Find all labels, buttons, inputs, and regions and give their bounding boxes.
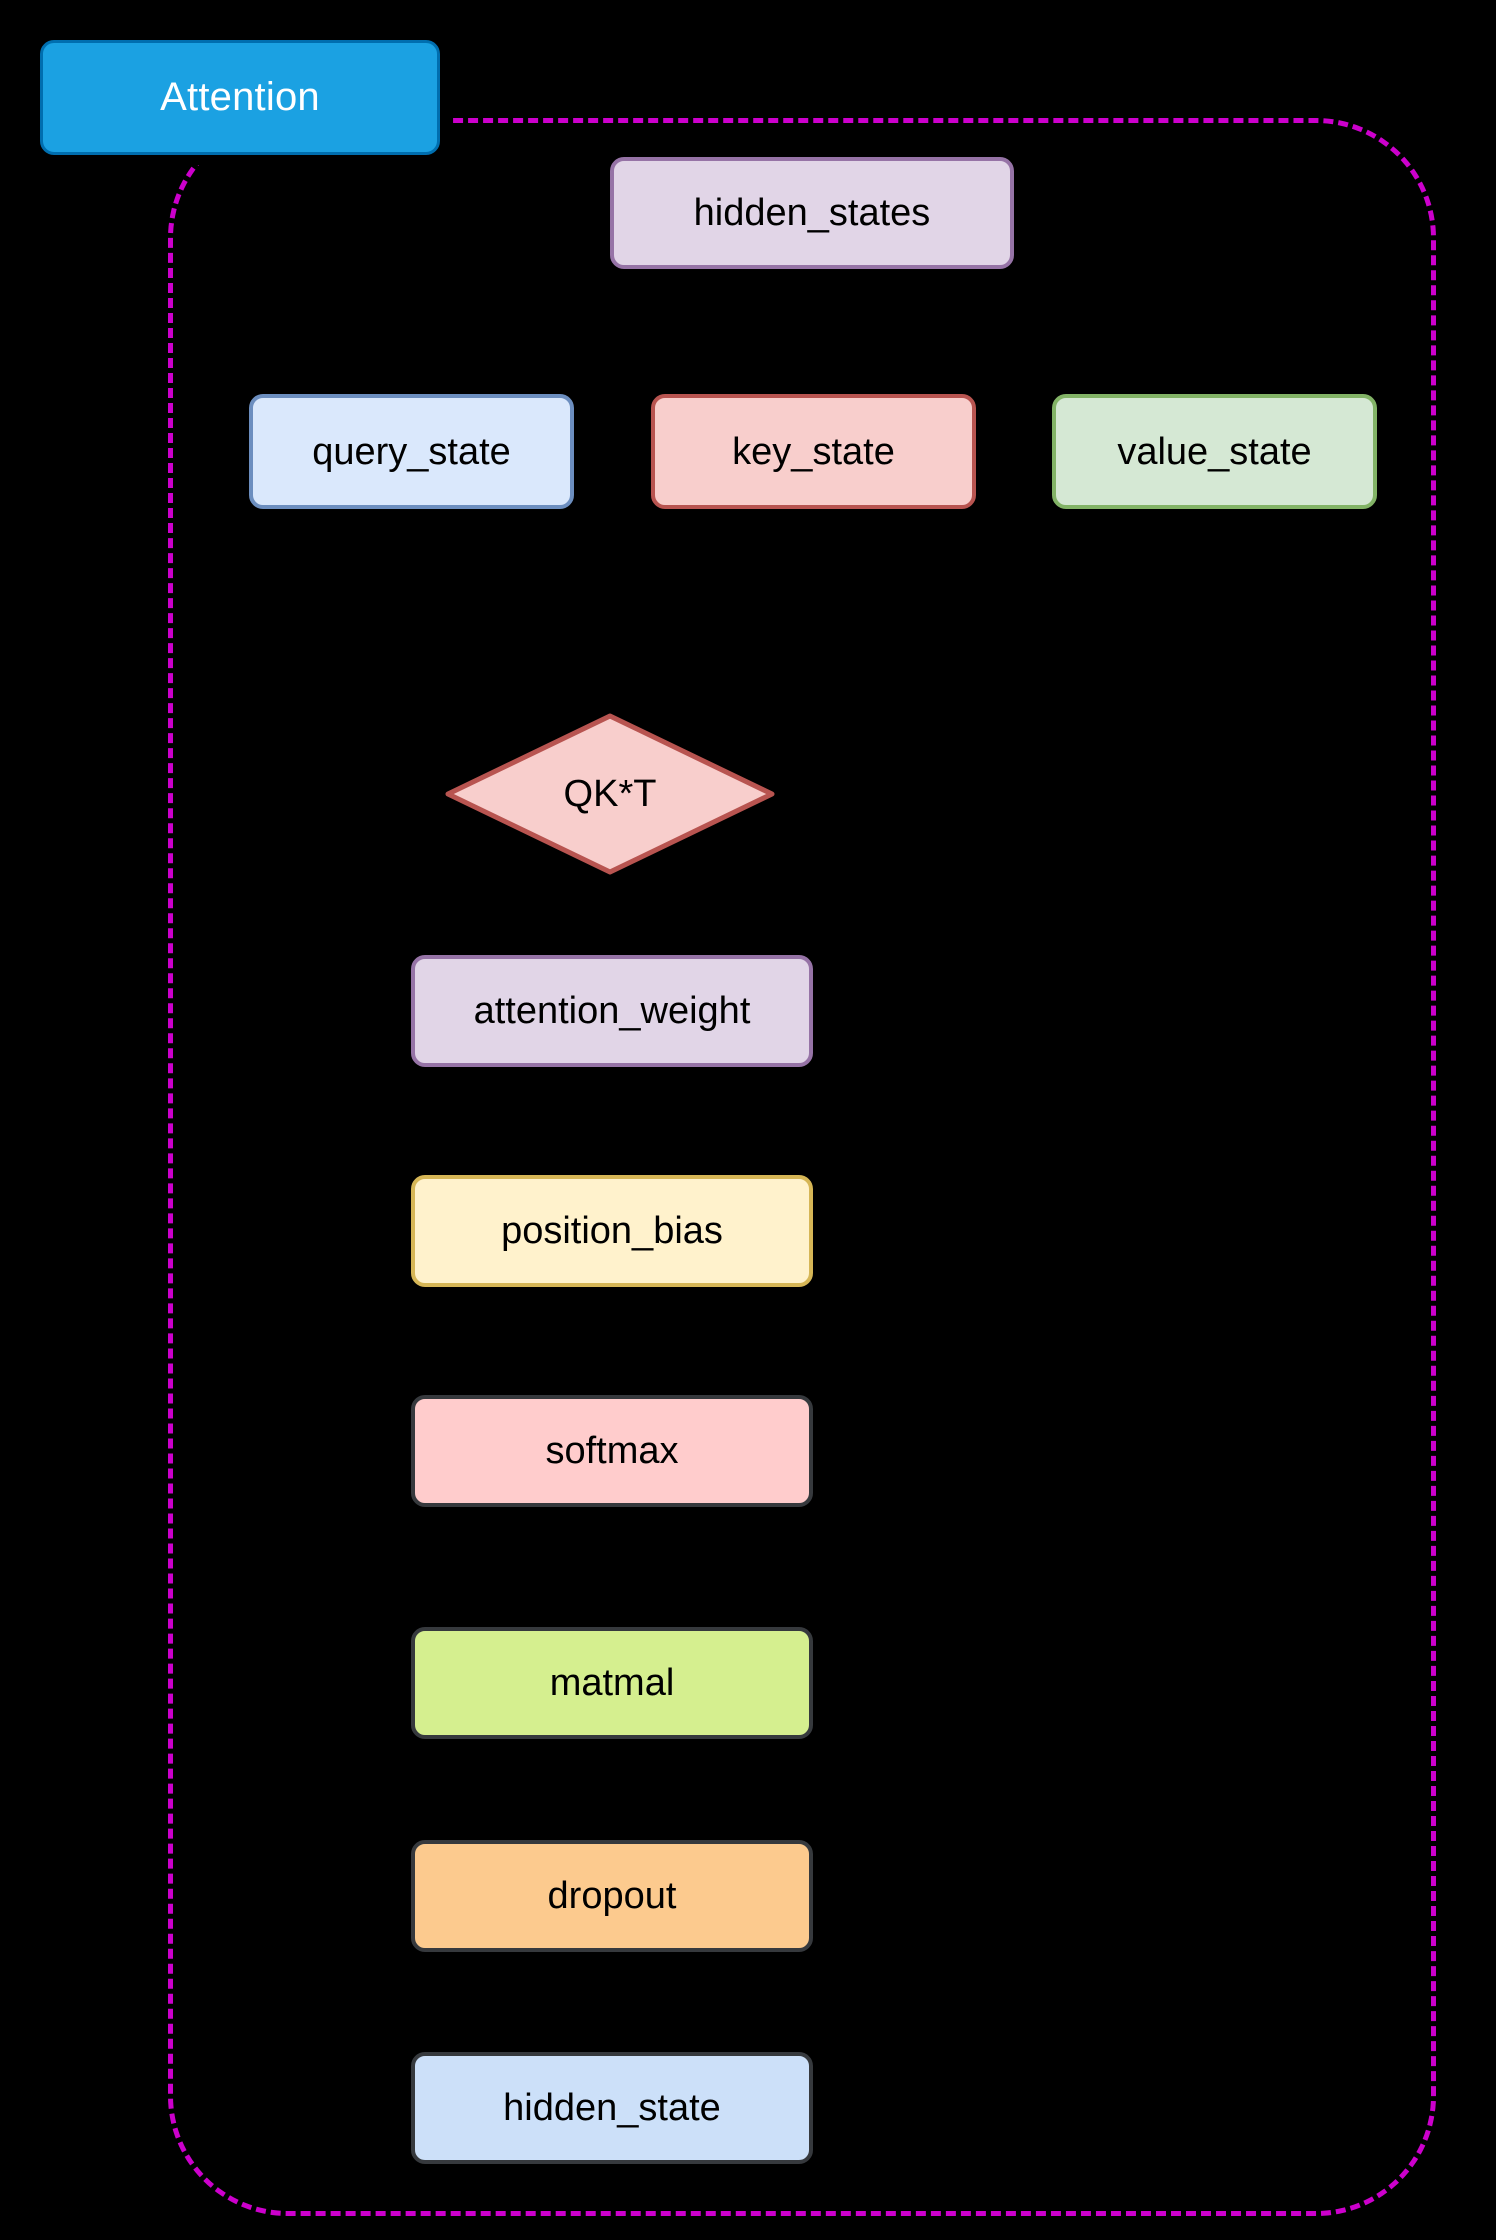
node-label-dropout: dropout — [547, 1875, 677, 1917]
node-label-attention-weight: attention_weight — [473, 990, 751, 1032]
node-label-query-state: query_state — [312, 430, 511, 473]
node-attention-weight[interactable]: attention_weight — [411, 955, 813, 1067]
subgraph-title-label: Attention — [160, 75, 320, 119]
diamond-shape-qkt — [445, 713, 775, 875]
node-label-value-state: value_state — [1117, 430, 1312, 473]
node-label-position-bias: position_bias — [501, 1210, 723, 1252]
node-label-hidden-state: hidden_state — [503, 2087, 721, 2129]
node-hidden-state[interactable]: hidden_state — [411, 2052, 813, 2164]
node-softmax[interactable]: softmax — [411, 1395, 813, 1507]
node-label-softmax: softmax — [545, 1430, 679, 1472]
node-hidden-states[interactable]: hidden_states — [610, 157, 1014, 269]
node-label-key-state: key_state — [732, 430, 895, 473]
subgraph-boundary-attention — [168, 118, 1436, 2216]
node-qkt[interactable]: QK*T — [445, 713, 775, 875]
node-label-matmal: matmal — [549, 1662, 675, 1704]
node-label-hidden-states: hidden_states — [693, 192, 931, 234]
subgraph-title-attention[interactable]: Attention — [40, 40, 440, 155]
node-query-state[interactable]: query_state — [249, 394, 574, 509]
node-matmal[interactable]: matmal — [411, 1627, 813, 1739]
node-key-state[interactable]: key_state — [651, 394, 976, 509]
node-value-state[interactable]: value_state — [1052, 394, 1377, 509]
node-position-bias[interactable]: position_bias — [411, 1175, 813, 1287]
node-dropout[interactable]: dropout — [411, 1840, 813, 1952]
